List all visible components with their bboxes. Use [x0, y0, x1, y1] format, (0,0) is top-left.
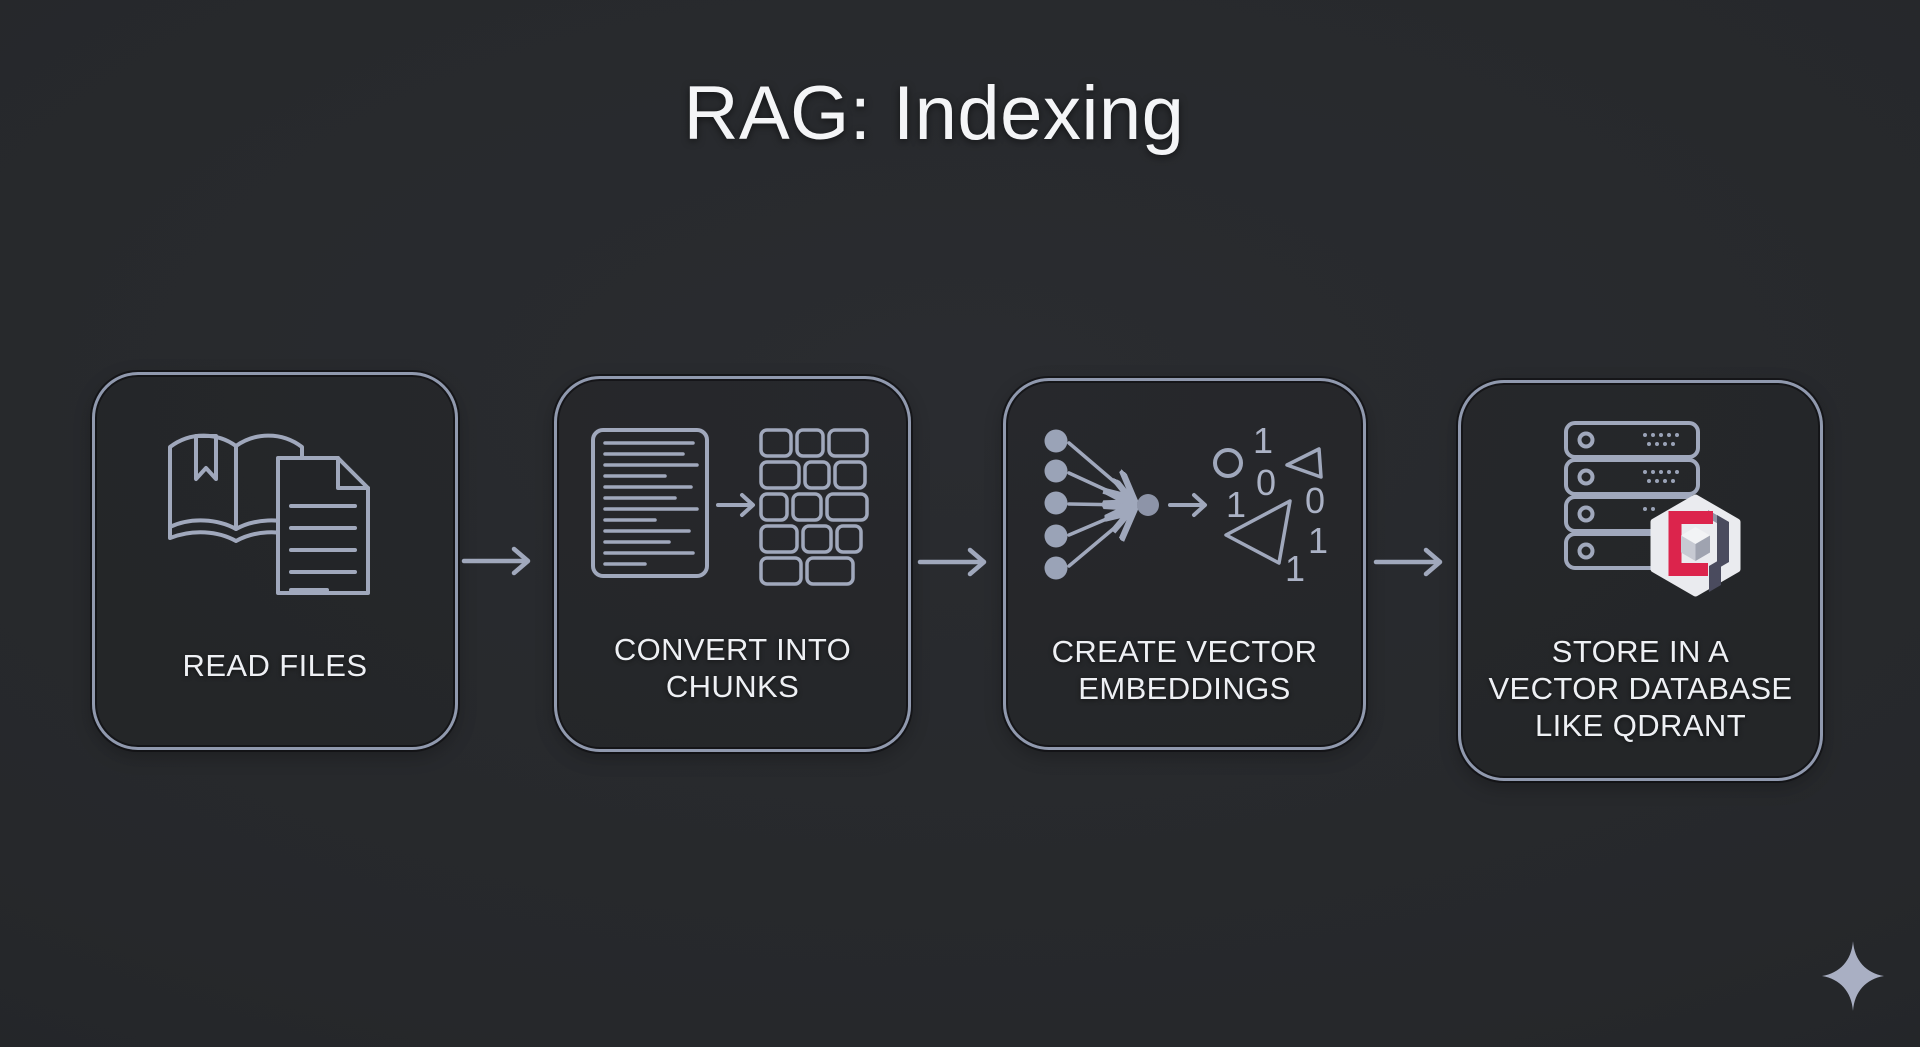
qdrant-logo	[1650, 494, 1741, 597]
four-point-star-icon	[1822, 941, 1884, 1016]
server-stack-with-qdrant-logo-icon	[1561, 415, 1786, 635]
step-label-line: VECTOR DATABASE	[1488, 671, 1793, 706]
step-label-line: CONVERT INTO	[613, 632, 852, 667]
step-label: STORE IN A VECTOR DATABASE LIKE QDRANT	[1461, 633, 1820, 744]
binary-digit: 1	[1308, 520, 1328, 561]
step-box-read-files: READ FILES	[92, 372, 458, 750]
flow-arrow-icon	[916, 540, 996, 589]
page-title: RAG: Indexing	[683, 71, 1185, 156]
binary-digit: 0	[1256, 462, 1276, 503]
step-label: CREATE VECTOR EMBEDDINGS	[1006, 633, 1363, 707]
network-to-binary-icon: 1 0 1 0 1 1	[1041, 420, 1341, 596]
binary-digit: 1	[1226, 484, 1246, 525]
step-label: READ FILES	[95, 647, 455, 684]
binary-digit: 1	[1285, 548, 1305, 589]
step-box-create-vector-embeddings: 1 0 1 0 1 1 CREATE VECTOR EMBEDDINGS	[1003, 378, 1366, 750]
step-label-line: EMBEDDINGS	[1078, 671, 1291, 706]
binary-digit: 1	[1253, 425, 1273, 461]
binary-digit: 0	[1305, 480, 1325, 521]
flow-arrow-icon	[1372, 540, 1452, 589]
step-label-line: CHUNKS	[665, 669, 800, 704]
step-box-convert-into-chunks: CONVERT INTO CHUNKS	[554, 376, 911, 752]
flow-arrow-icon	[460, 539, 540, 588]
step-label-line: LIKE QDRANT	[1534, 708, 1747, 743]
book-and-document-icon	[163, 419, 399, 614]
step-label-line: STORE IN A	[1551, 634, 1730, 669]
step-label-line: CREATE VECTOR	[1051, 634, 1318, 669]
step-label-line: READ FILES	[182, 648, 368, 683]
document-to-chunks-icon	[590, 427, 902, 592]
step-label: CONVERT INTO CHUNKS	[557, 631, 908, 705]
step-box-store-in-vector-database: STORE IN A VECTOR DATABASE LIKE QDRANT	[1458, 380, 1823, 781]
